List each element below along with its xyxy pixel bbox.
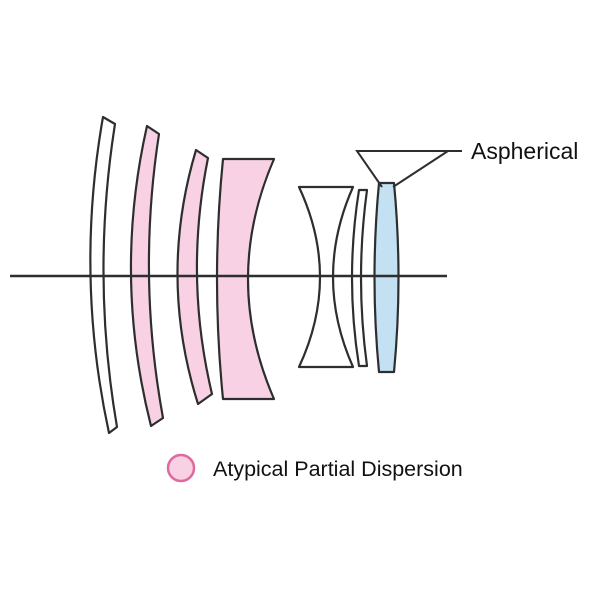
aspherical-label: Aspherical: [471, 138, 578, 164]
lens-element-4: [215, 157, 276, 401]
legend-swatch-circle: [166, 453, 196, 483]
legend: Atypical Partial Dispersion: [166, 453, 463, 483]
lens-element-7-aspherical: [373, 181, 400, 374]
lens-element-1: [89, 115, 119, 435]
legend-label: Atypical Partial Dispersion: [213, 457, 463, 481]
aspherical-pointer-lines: [355, 150, 462, 188]
lens-element-6: [350, 188, 369, 368]
